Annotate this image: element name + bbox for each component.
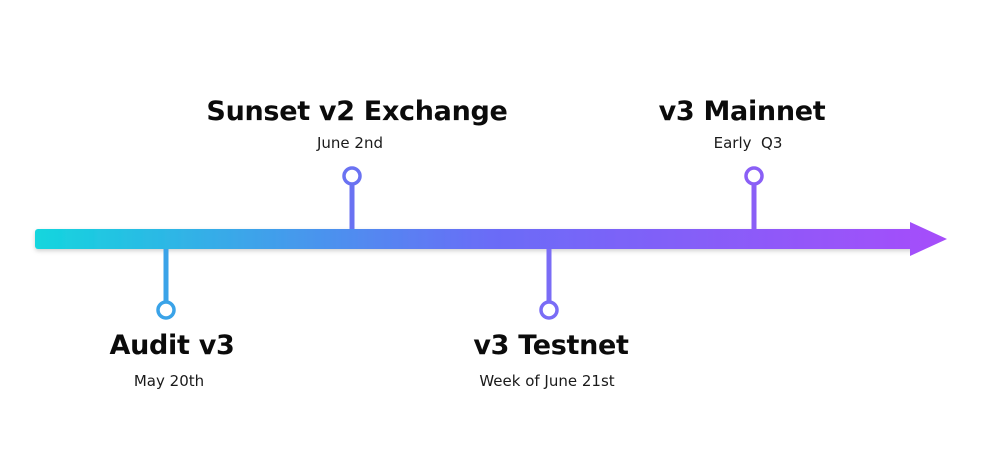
milestone-title-audit-v3: Audit v3: [109, 330, 235, 361]
milestone-title-sunset-v2: Sunset v2 Exchange: [206, 96, 508, 127]
milestone-node: [156, 300, 176, 320]
milestone-node: [744, 166, 764, 186]
timeline-bar: [35, 229, 917, 249]
milestone-title-v3-mainnet: v3 Mainnet: [658, 96, 826, 127]
milestone-date-sunset-v2: June 2nd: [316, 134, 384, 152]
milestone-date-audit-v3: May 20th: [133, 372, 205, 390]
milestone-date-v3-mainnet: Early Q3: [713, 134, 783, 152]
milestone-title-v3-testnet: v3 Testnet: [473, 330, 629, 361]
milestone-date-v3-testnet: Week of June 21st: [479, 372, 615, 390]
milestone-v3-mainnet: [744, 166, 764, 229]
timeline-arrowhead: [910, 222, 947, 256]
milestone-v3-testnet: [539, 249, 559, 320]
milestone-node: [539, 300, 559, 320]
milestone-sunset-v2: [342, 166, 362, 229]
milestone-audit-v3: [156, 249, 176, 320]
milestone-node: [342, 166, 362, 186]
